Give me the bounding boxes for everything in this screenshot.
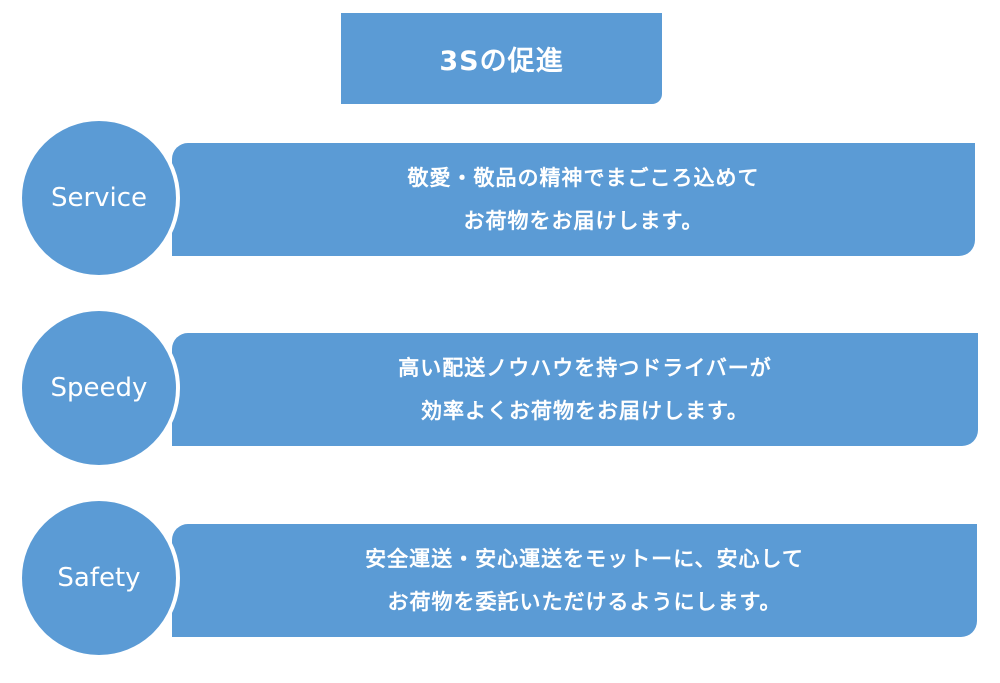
description-box: 敬愛・敬品の精神でまごころ込めて お荷物をお届けします。 <box>172 143 975 256</box>
principle-circle: Safety <box>18 497 180 659</box>
principle-circle: Service <box>18 117 180 279</box>
page-title: 3Sの促進 <box>341 13 662 104</box>
description-box: 安全運送・安心運送をモットーに、安心して お荷物を委託いただけるようにします。 <box>172 524 977 637</box>
description-line-2: 効率よくお荷物をお届けします。 <box>421 398 749 423</box>
description-line-2: お荷物をお届けします。 <box>463 208 704 233</box>
description-line-1: 安全運送・安心運送をモットーに、安心して <box>365 546 804 571</box>
description-line-1: 高い配送ノウハウを持つドライバーが <box>398 355 772 380</box>
principle-circle: Speedy <box>18 307 180 469</box>
description-box: 高い配送ノウハウを持つドライバーが 効率よくお荷物をお届けします。 <box>172 333 978 446</box>
description-line-2: お荷物を委託いただけるようにします。 <box>387 589 782 614</box>
principle-row-safety: 安全運送・安心運送をモットーに、安心して お荷物を委託いただけるようにします。 … <box>0 497 1000 662</box>
principle-row-service: 敬愛・敬品の精神でまごころ込めて お荷物をお届けします。 Service <box>0 117 1000 282</box>
principle-row-speedy: 高い配送ノウハウを持つドライバーが 効率よくお荷物をお届けします。 Speedy <box>0 307 1000 472</box>
description-line-1: 敬愛・敬品の精神でまごころ込めて <box>407 165 760 190</box>
